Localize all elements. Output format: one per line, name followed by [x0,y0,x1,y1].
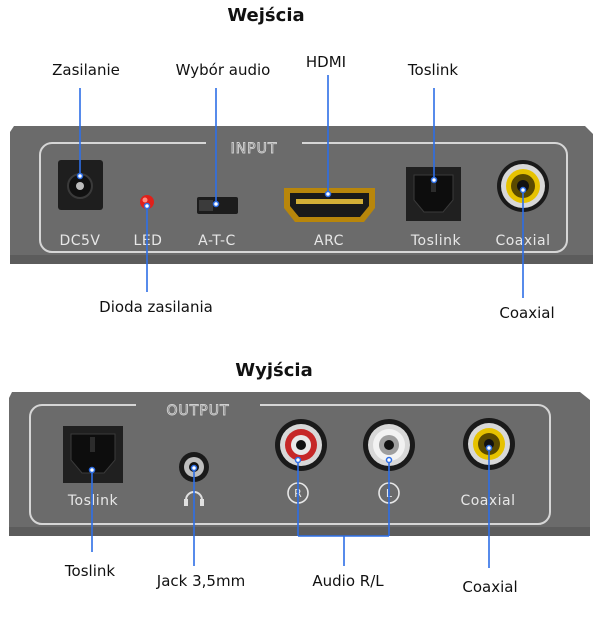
callout-dioda: Dioda zasilania [99,298,213,316]
dc5v-label: DC5V [59,233,100,249]
rca-right-port-icon [275,419,327,471]
coaxial-input-port-icon [497,160,549,212]
input-header: INPUT [231,141,278,157]
bottom-leader-lines [88,444,493,568]
output-panel-frame [29,404,551,525]
toslink-output-port-icon [63,426,123,483]
coaxial-output-port-icon [463,418,515,470]
input-panel-frame [39,142,568,253]
callout-hdmi: HDMI [306,53,346,71]
callout-audio-rl: Audio R/L [312,572,384,590]
callout-coaxial-in: Coaxial [499,304,554,322]
callout-wybor-audio: Wybór audio [176,61,271,79]
dc-power-jack-icon [58,160,103,210]
hdmi-arc-port-icon [284,188,375,222]
callout-toslink-out: Toslink [64,562,115,580]
atc-label: A-T-C [198,233,236,249]
toslink-in-label: Toslink [410,233,462,249]
callout-toslink-in: Toslink [407,61,458,79]
output-panel: OUTPUT [9,392,590,536]
led-label: LED [134,233,163,249]
callout-coaxial-out: Coaxial [462,578,517,596]
input-panel: INPUT [10,126,593,264]
inputs-title: Wejścia [227,5,304,26]
coaxial-out-label: Coaxial [460,493,515,509]
output-header: OUTPUT [166,403,229,419]
callout-jack: Jack 3,5mm [156,572,245,590]
arc-label: ARC [314,233,344,249]
callout-zasilanie: Zasilanie [52,61,120,79]
rca-left-port-icon [363,419,415,471]
power-led-icon [140,195,154,209]
outputs-title: Wyjścia [235,360,312,381]
top-leader-lines [76,75,527,298]
